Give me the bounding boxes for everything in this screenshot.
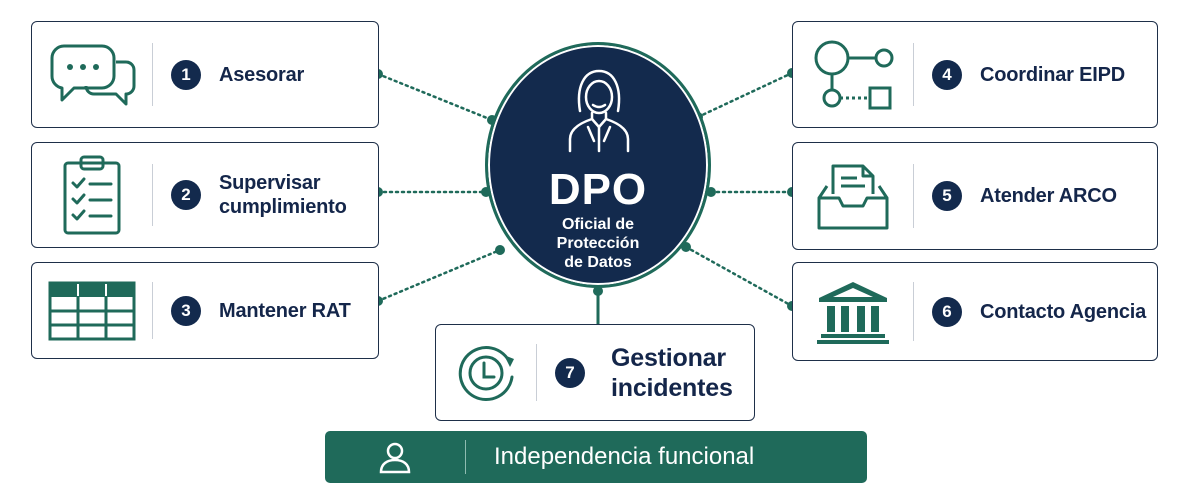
step-number: 4: [932, 59, 962, 90]
table-icon: [32, 263, 152, 358]
clock-refresh-icon: [436, 325, 536, 420]
step-number: 6: [932, 296, 962, 327]
hub-subtitle: Oficial de Protección de Datos: [556, 216, 640, 271]
connector-6: [684, 245, 794, 308]
banner-text: Independencia funcional: [494, 443, 755, 470]
step-number: 3: [171, 295, 201, 326]
independence-banner: Independencia funcional: [325, 431, 867, 483]
dpo-hub: DPO Oficial de Protección de Datos: [485, 42, 711, 288]
step-number: 7: [555, 357, 585, 388]
step-number: 2: [171, 180, 201, 210]
government-building-icon: [793, 263, 913, 360]
function-label: Atender ARCO: [980, 185, 1117, 207]
connector-1: [376, 72, 494, 122]
function-card-mantener-rat: 3 Mantener RAT: [31, 262, 379, 359]
step-number: 1: [171, 59, 201, 90]
function-card-coordinar-eipd: 4 Coordinar EIPD: [792, 21, 1158, 128]
function-label: Contacto Agencia: [980, 300, 1147, 323]
function-label: Supervisar cumplimiento: [219, 172, 347, 218]
hub-title: DPO: [548, 165, 648, 214]
function-label: Mantener RAT: [219, 299, 351, 322]
function-label: Gestionar incidentes: [611, 343, 733, 402]
step-number: 5: [932, 181, 962, 211]
function-card-supervisar: 2 Supervisar cumplimiento: [31, 142, 379, 248]
connector-4: [696, 71, 794, 119]
function-label: Coordinar EIPD: [980, 63, 1125, 86]
inbox-document-icon: [793, 143, 913, 249]
flow-nodes-icon: [793, 22, 913, 127]
function-card-atender-arco: 5 Atender ARCO: [792, 142, 1158, 250]
person-icon: [566, 67, 632, 158]
function-label: Asesorar: [219, 63, 305, 86]
user-icon: [325, 440, 465, 474]
connector-3: [376, 248, 502, 303]
clipboard-checklist-icon: [32, 143, 152, 247]
function-card-contacto-agencia: 6 Contacto Agencia: [792, 262, 1158, 361]
chat-bubbles-icon: [32, 22, 152, 127]
function-card-gestionar-incidentes: 7 Gestionar incidentes: [435, 324, 755, 421]
function-card-asesorar: 1 Asesorar: [31, 21, 379, 128]
